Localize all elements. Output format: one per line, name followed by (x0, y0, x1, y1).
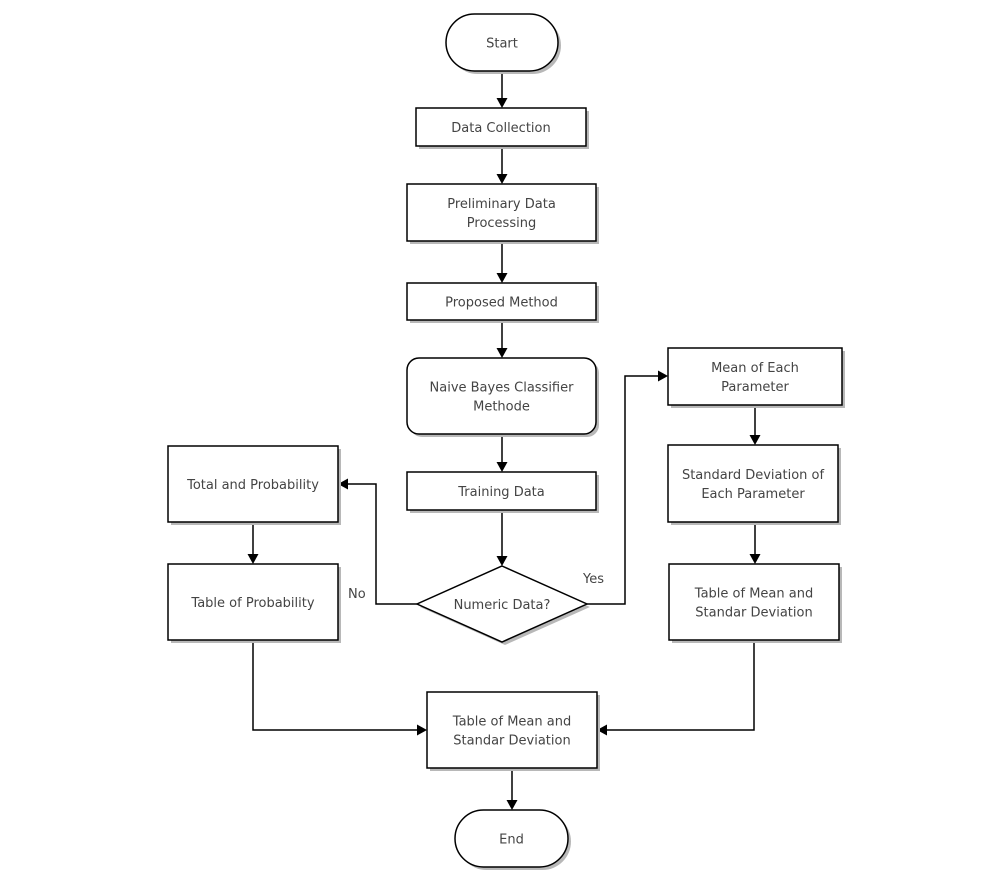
edge-numeric-yes-to-mean (587, 370, 668, 605)
node-label-line: Proposed Method (445, 296, 558, 311)
edge-numeric-no-to-total (338, 478, 417, 605)
edge-total-to-table-probability (247, 522, 259, 564)
node-label-line: Start (486, 37, 518, 52)
edge-label-no: No (348, 587, 366, 602)
node-label-line: Processing (467, 216, 536, 231)
node-label-line: Numeric Data? (454, 598, 551, 613)
edge-training-to-numeric (496, 510, 508, 566)
edge-table-right-to-bottom (597, 640, 755, 736)
edge-preliminary-to-proposed (496, 241, 508, 283)
node-shape-rect (415, 107, 587, 147)
edge-line (348, 483, 417, 605)
node-total-probability: Total and Probability (167, 445, 341, 525)
edge-bottom-to-end (506, 768, 518, 810)
arrowhead-icon (658, 370, 668, 382)
node-label-line: Methode (473, 400, 530, 415)
node-label-line: Preliminary Data (447, 197, 556, 212)
arrowhead-icon (496, 462, 508, 472)
edge-std-to-table-right (749, 522, 761, 564)
node-data-collection: Data Collection (415, 107, 589, 149)
arrowhead-icon (597, 724, 607, 736)
node-training-data: Training Data (406, 471, 599, 513)
edge-table-probability-to-bottom (252, 640, 427, 736)
node-table-probability: Table of Probability (167, 563, 341, 643)
node-std-param: Standard Deviation of Each Parameter (667, 444, 841, 525)
edge-label-yes: Yes (582, 572, 604, 587)
arrowhead-icon (496, 348, 508, 358)
node-shape-rect (167, 563, 339, 641)
edges (247, 71, 761, 810)
arrowhead-icon (417, 724, 427, 736)
node-proposed-method: Proposed Method (406, 282, 599, 323)
node-label-line: End (499, 833, 524, 848)
node-shape-rect (668, 563, 840, 641)
edge-line (607, 640, 755, 731)
edge-labels: Yes No (348, 572, 604, 602)
node-shape-diamond (415, 565, 589, 643)
node-numeric-data: Numeric Data? (415, 565, 590, 645)
node-label-line: Total and Probability (186, 478, 319, 493)
node-shape-round (406, 357, 597, 435)
edge-proposed-to-naive-bayes (496, 320, 508, 358)
node-shape-rect (406, 471, 597, 511)
node-label-line: Standard Deviation of (682, 468, 825, 483)
node-shape-rect (406, 282, 597, 321)
arrowhead-icon (496, 273, 508, 283)
node-label-line: Parameter (721, 380, 789, 395)
edge-data-collection-to-preliminary (496, 146, 508, 184)
edge-line (252, 640, 417, 731)
arrowhead-icon (247, 554, 259, 564)
node-label-line: Data Collection (451, 121, 550, 136)
node-label-line: Training Data (457, 485, 544, 500)
edge-naive-bayes-to-training (496, 434, 508, 472)
node-shape-rect (406, 183, 597, 242)
arrowhead-icon (338, 478, 348, 490)
node-shape-terminal (445, 13, 559, 72)
node-start: Start (445, 13, 561, 74)
node-shape-terminal (454, 809, 569, 868)
arrowhead-icon (496, 174, 508, 184)
node-label-line: Each Parameter (701, 487, 805, 502)
node-shape-rect (426, 691, 598, 769)
edge-mean-to-std (749, 405, 761, 445)
arrowhead-icon (496, 98, 508, 108)
node-end: End (454, 809, 571, 870)
node-shape-rect (667, 347, 843, 406)
arrowhead-icon (749, 435, 761, 445)
node-shape-rect (167, 445, 339, 523)
node-label-line: Standar Deviation (453, 734, 570, 749)
node-label-line: Naive Bayes Classifier (430, 381, 575, 396)
node-label-line: Standar Deviation (695, 606, 812, 621)
node-label-line: Table of Probability (190, 596, 314, 611)
node-label-line: Table of Mean and (694, 587, 813, 602)
node-label-line: Mean of Each (711, 361, 799, 376)
arrowhead-icon (749, 554, 761, 564)
node-shape-rect (667, 444, 839, 523)
edge-start-to-data-collection (496, 71, 508, 108)
arrowhead-icon (506, 800, 518, 810)
arrowhead-icon (496, 556, 508, 566)
edge-line (587, 375, 658, 605)
node-label-line: Table of Mean and (452, 715, 571, 730)
